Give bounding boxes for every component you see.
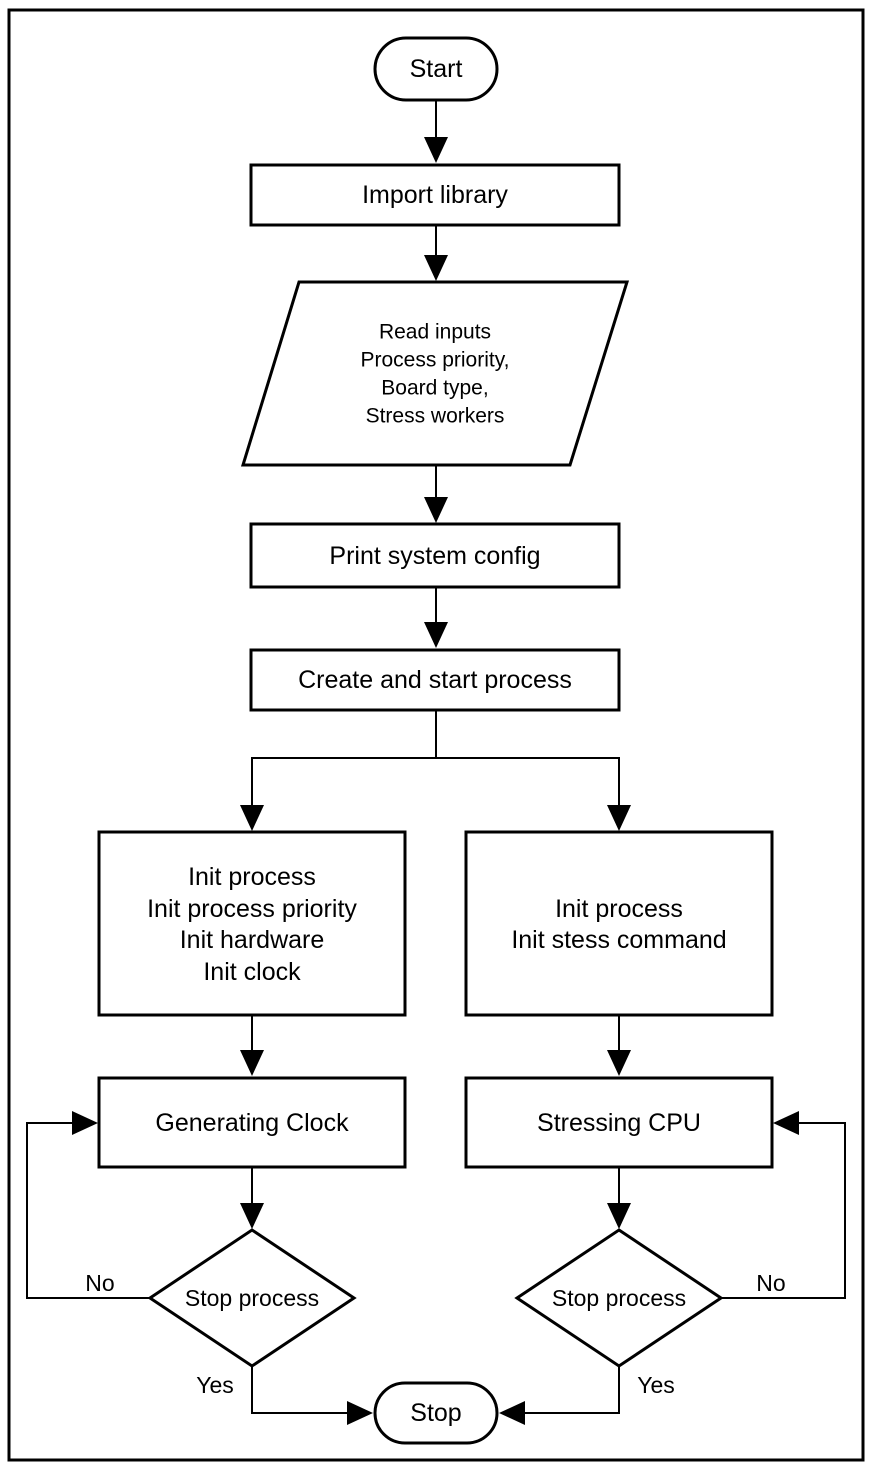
print-config-node: Print system config (249, 522, 621, 589)
right-init-box (464, 830, 774, 1017)
stop-node: Stop (373, 1381, 499, 1445)
connector-import-to-read (424, 226, 448, 281)
print-config-box (249, 522, 621, 589)
read-inputs-line-2: Process priority, (361, 349, 510, 372)
left-decision-node: Stop process (147, 1228, 357, 1368)
left-init-line-3: Init hardware (180, 926, 325, 954)
connector-create-to-branches (240, 711, 631, 831)
read-inputs-node: Read inputs Process priority, Board type… (240, 280, 630, 467)
stressing-cpu-box (464, 1076, 774, 1169)
generating-clock-box (97, 1076, 407, 1169)
right-decision-node: Stop process (514, 1228, 724, 1368)
read-inputs-line-4: Stress workers (366, 405, 505, 428)
start-label: Start (410, 55, 463, 83)
left-yes-label: Yes (196, 1372, 234, 1398)
connector-left-no-loop (26, 1111, 150, 1299)
connector-right-yes-to-stop (499, 1366, 620, 1425)
create-process-node: Create and start process (249, 648, 621, 712)
connector-right-no-loop (721, 1111, 846, 1299)
import-library-node: Import library (249, 163, 621, 227)
right-init-line-1: Init process (555, 895, 683, 923)
stressing-cpu-label: Stressing CPU (537, 1109, 701, 1137)
outer-border (7, 8, 865, 1462)
connector-start-to-import (424, 100, 448, 163)
read-inputs-line-1: Read inputs (379, 321, 491, 344)
connector-read-to-print (424, 466, 448, 523)
left-no-label: No (85, 1270, 114, 1296)
stop-label: Stop (410, 1399, 461, 1427)
import-library-label: Import library (362, 181, 508, 209)
left-decision-label: Stop process (185, 1285, 319, 1311)
import-library-box (249, 163, 621, 227)
read-inputs-line-3: Board type, (381, 377, 488, 400)
create-process-label: Create and start process (298, 666, 572, 694)
stop-terminator-shape (373, 1381, 499, 1445)
connector-left-init-to-clock (240, 1016, 264, 1076)
right-yes-label: Yes (637, 1372, 675, 1398)
generating-clock-label: Generating Clock (155, 1109, 349, 1137)
connector-print-to-create (424, 588, 448, 648)
connector-clock-to-left-decision (240, 1168, 264, 1229)
right-no-label: No (756, 1270, 785, 1296)
left-init-node: Init process Init process priority Init … (97, 830, 407, 1017)
right-decision-label: Stop process (552, 1285, 686, 1311)
stressing-cpu-node: Stressing CPU (464, 1076, 774, 1169)
right-init-line-2: Init stess command (511, 926, 726, 954)
read-inputs-parallelogram (240, 280, 630, 467)
print-config-label: Print system config (329, 542, 540, 570)
left-init-box (97, 830, 407, 1017)
generating-clock-node: Generating Clock (97, 1076, 407, 1169)
start-node: Start (373, 36, 499, 102)
connector-cpu-to-right-decision (607, 1168, 631, 1229)
connector-right-init-to-cpu (607, 1016, 631, 1076)
left-init-line-1: Init process (188, 863, 316, 891)
connector-left-yes-to-stop (251, 1366, 373, 1425)
left-init-line-4: Init clock (203, 958, 301, 986)
left-init-line-2: Init process priority (147, 895, 357, 923)
create-process-box (249, 648, 621, 712)
right-init-node: Init process Init stess command (464, 830, 774, 1017)
